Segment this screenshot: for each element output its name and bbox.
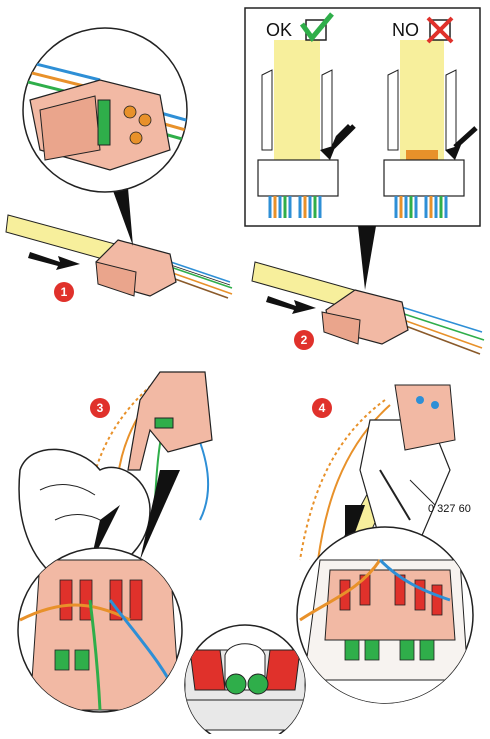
step-badge-2: 2 (294, 330, 314, 350)
ok-label: OK (266, 20, 292, 41)
cross-icon (428, 18, 452, 42)
step3-illustration (18, 372, 212, 712)
no-label: NO (392, 20, 419, 41)
detail-circle (185, 625, 305, 734)
step4-illustration (297, 385, 473, 710)
ok-no-panel (245, 8, 480, 290)
step1-illustration (6, 28, 232, 298)
step-badge-3: 3 (90, 398, 110, 418)
step2-illustration (252, 262, 484, 354)
step-badge-4: 4 (312, 398, 332, 418)
tool-reference-label: 0 327 60 (428, 503, 471, 515)
step-badge-1: 1 (54, 282, 74, 302)
